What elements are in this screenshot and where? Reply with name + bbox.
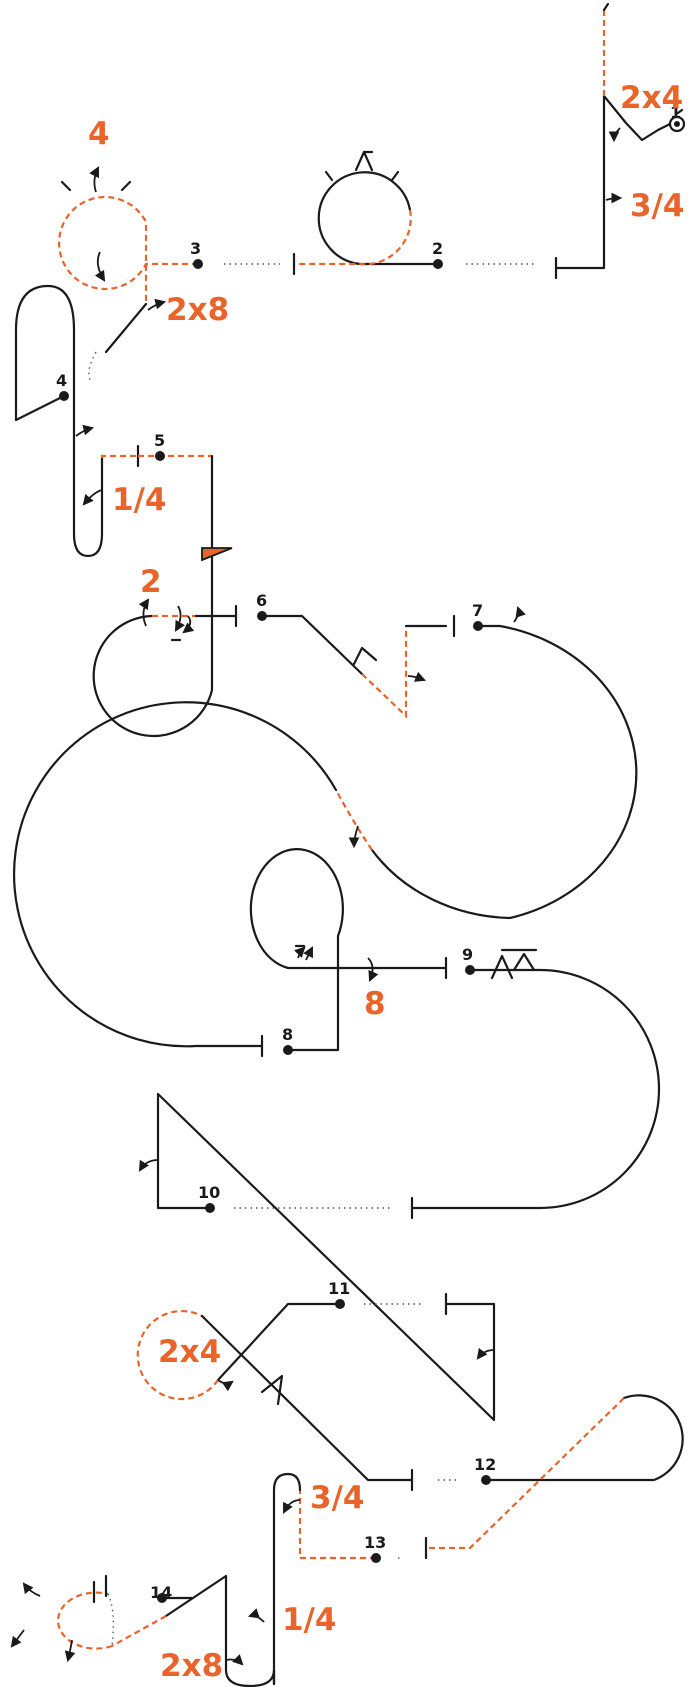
figure-6-number: 6 (256, 591, 267, 610)
figure-8-path (249, 848, 448, 1055)
figure-14-roll-left: 2x8 (160, 1648, 223, 1684)
figure-8-roll: 8 (364, 986, 386, 1022)
figure-10-number: 10 (198, 1183, 220, 1202)
figure-2-number: 2 (432, 239, 443, 258)
figure-2-path (292, 150, 536, 276)
figure-14-number: 14 (150, 1583, 172, 1602)
figure-14-roll-right: 1/4 (282, 1602, 336, 1638)
figure-9-number: 9 (462, 945, 473, 964)
figure-11-roll: 2x4 (158, 1334, 221, 1370)
figure-6-path (257, 611, 456, 719)
figure-14-path (10, 1574, 276, 1687)
figure-4-path (14, 284, 104, 558)
figure-13-roll: 3/4 (310, 1480, 364, 1516)
figure-7-number: 7 (472, 601, 483, 620)
figure-1-number: 1 (670, 103, 681, 122)
figure-4-number: 4 (56, 371, 67, 390)
figure-12-number: 12 (474, 1455, 496, 1474)
figure-11-number: 11 (328, 1279, 350, 1298)
figure-3-roll-top: 4 (88, 116, 110, 152)
figure-7-path (12, 605, 638, 1058)
figure-1-path (554, 2, 686, 280)
figure-4-roll: 1/4 (112, 482, 166, 518)
figure-5-number: 5 (154, 431, 165, 450)
figure-12-path (424, 1394, 684, 1560)
figure-1-roll-side: 3/4 (630, 188, 684, 224)
figure-13-path (272, 1472, 402, 1686)
figure-8-number: 8 (282, 1025, 293, 1044)
figure-11-path (136, 1299, 424, 1492)
figure-1-roll-top: 2x4 (620, 80, 683, 116)
figure-5-path (92, 444, 238, 738)
figure-9-path (410, 948, 661, 1220)
figure-3-path (57, 166, 280, 354)
figure-3-roll-side: 2x8 (166, 292, 229, 328)
figure-10-path (138, 1092, 496, 1422)
figure-5-roll: 2 (140, 564, 162, 600)
figure-3-number: 3 (190, 239, 201, 258)
figure-13-number: 13 (364, 1533, 386, 1552)
